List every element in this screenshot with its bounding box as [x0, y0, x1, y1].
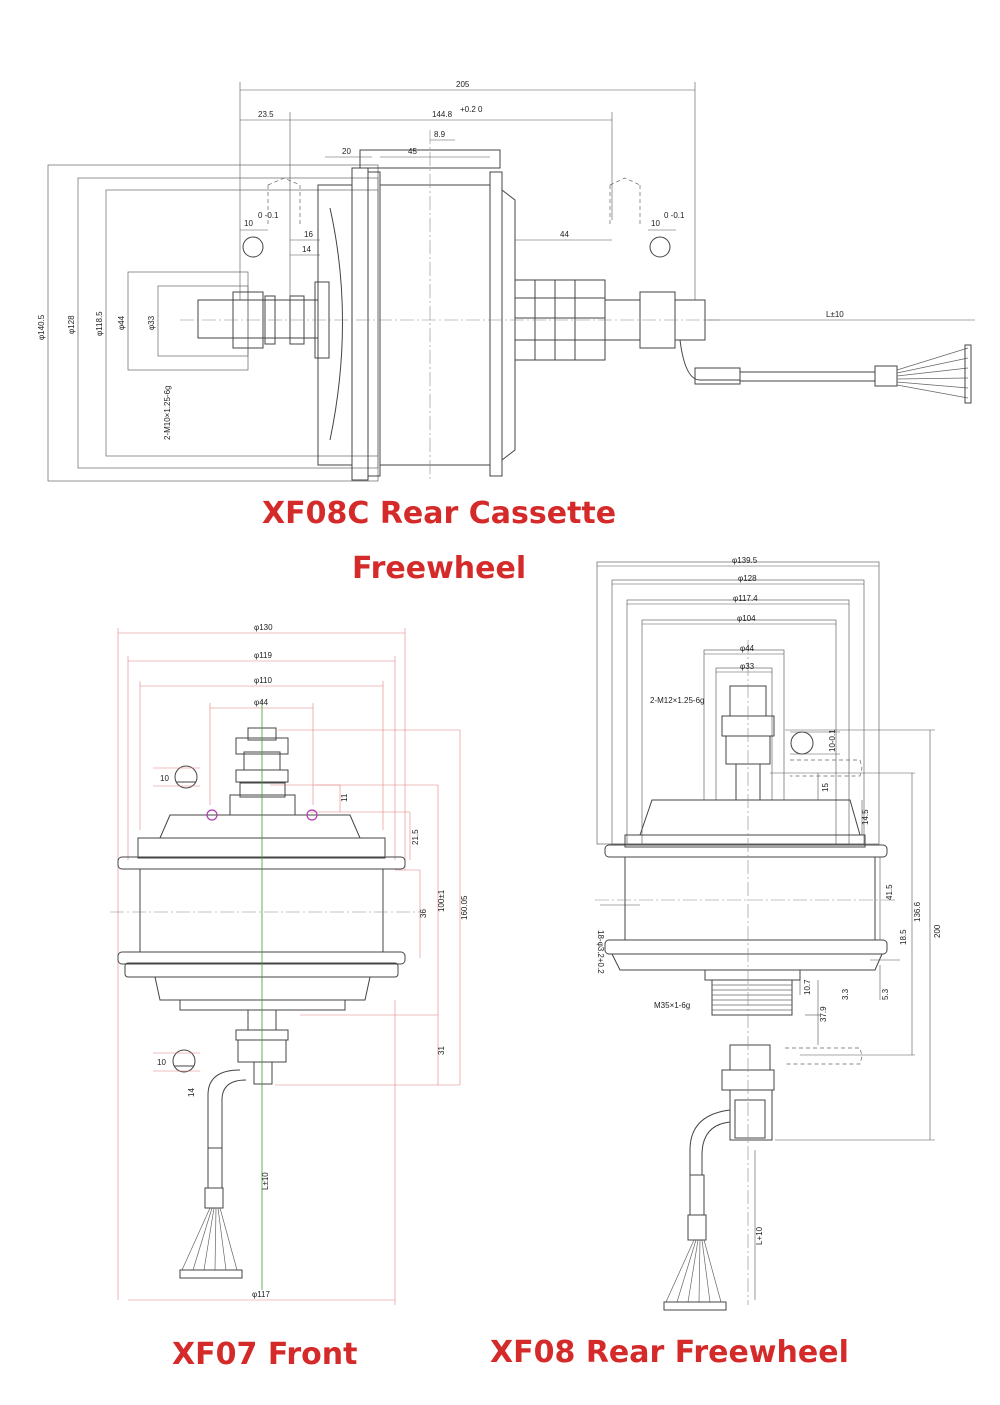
- xf07-dim-21-5: 21.5: [411, 829, 420, 845]
- xf08-dim-200: 200: [933, 924, 942, 938]
- xf08c-drawing: 205 23.5 144.8 +0.2 0 8.9 20 45 16 14 44…: [37, 80, 975, 482]
- xf08-dim-10: 10-0.1: [828, 729, 837, 752]
- xf08c-dim-20: 20: [342, 147, 351, 156]
- xf08-dim-18-5: 18.5: [899, 929, 908, 945]
- xf07-dim-36: 36: [419, 909, 428, 918]
- xf08-dim-3-3: 3.3: [841, 988, 850, 1000]
- xf08c-dia-118: φ118.5: [95, 311, 104, 336]
- xf07-dim-14: 14: [187, 1088, 196, 1097]
- xf07-dia-117: φ117: [252, 1290, 270, 1299]
- xf08-dia-128: φ128: [738, 574, 757, 583]
- xf08-dim-37-9: 37.9: [819, 1006, 828, 1022]
- xf08-thread: 2-M12×1.25-6g: [650, 696, 704, 705]
- xf08c-dim-cable: L±10: [826, 310, 844, 319]
- xf08c-dim-8-9: 8.9: [434, 130, 446, 139]
- xf08c-thread: 2-M10×1.25-6g: [163, 386, 172, 440]
- xf08c-dim-45: 45: [408, 147, 417, 156]
- xf07-dia-110: φ110: [254, 676, 272, 685]
- xf08-dia-44: φ44: [740, 644, 755, 653]
- xf07-dim-31: 31: [437, 1046, 446, 1055]
- xf08c-dia-44: φ44: [117, 315, 126, 330]
- xf07-dim-10-top: 10: [160, 774, 169, 783]
- xf08-dim-cable: L+10: [755, 1226, 764, 1245]
- xf08c-dim-span-tol: +0.2 0: [460, 105, 483, 114]
- xf08-dia-139: φ139.5: [732, 556, 758, 565]
- xf08-dim-14-5: 14.5: [861, 809, 870, 825]
- xf07-dim-160: 160.05: [460, 895, 469, 920]
- xf08c-dim-44: 44: [560, 230, 569, 239]
- xf08c-dia-33: φ33: [147, 315, 156, 330]
- xf07-dim-100: 100±1: [437, 889, 446, 912]
- xf08-dia-33: φ33: [740, 662, 755, 671]
- xf08c-tol-left: 0 -0.1: [258, 211, 279, 220]
- xf08-drawing: φ139.5 φ128 φ117.4 φ104 φ44 φ33 2-M12×1.…: [595, 556, 942, 1311]
- xf08c-dim-10-right: 10: [651, 219, 660, 228]
- xf08c-dia-140: φ140.5: [37, 314, 46, 340]
- xf07-dim-11: 11: [340, 793, 349, 802]
- xf08c-dim-left: 23.5: [258, 110, 274, 119]
- xf08-dim-10-7: 10.7: [803, 979, 812, 995]
- xf08-dim-41-5: 41.5: [885, 884, 894, 900]
- xf08c-dim-14: 14: [302, 245, 311, 254]
- xf07-dim-10-bot: 10: [157, 1058, 166, 1067]
- xf08-m35: M35×1-6g: [654, 1001, 690, 1010]
- xf08c-dim-16: 16: [304, 230, 313, 239]
- xf08c-caption-line2: Freewheel: [352, 551, 527, 586]
- xf08c-dim-overall: 205: [456, 80, 470, 89]
- xf08-dim-15: 15: [821, 783, 830, 792]
- xf07-drawing: φ130 φ119 φ110 φ44 10 11 21.5 100±1 160.…: [110, 623, 469, 1305]
- xf08-holes: 18-φ3.2+0.2: [596, 930, 605, 974]
- xf08-dim-136: 136.6: [913, 901, 922, 922]
- xf07-dia-130: φ130: [254, 623, 273, 632]
- xf07-dia-44: φ44: [254, 698, 269, 707]
- xf08-dim-5-3: 5.3: [881, 988, 890, 1000]
- xf08c-tol-right: 0 -0.1: [664, 211, 685, 220]
- xf08-caption: XF08 Rear Freewheel: [490, 1335, 849, 1370]
- xf07-dia-119: φ119: [254, 651, 272, 660]
- xf07-caption: XF07 Front: [172, 1337, 358, 1372]
- xf08c-caption-line1: XF08C Rear Cassette: [262, 496, 617, 531]
- xf08c-dim-10-left: 10: [244, 219, 253, 228]
- xf08c-dia-128: φ128: [67, 315, 76, 334]
- xf07-dim-cable: L±10: [261, 1172, 270, 1190]
- xf08-dia-117: φ117.4: [733, 594, 758, 603]
- xf08c-dim-span: 144.8: [432, 110, 453, 119]
- xf08-dia-104: φ104: [737, 614, 756, 623]
